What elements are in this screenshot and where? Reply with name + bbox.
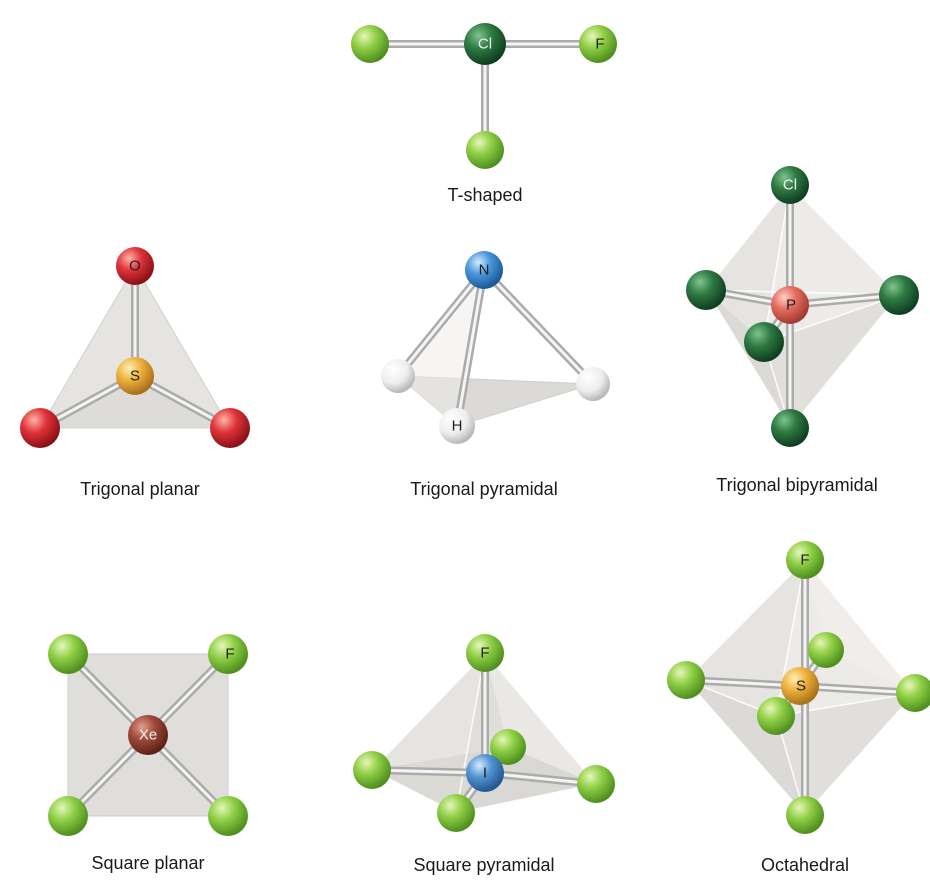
ligand-atom-label: F	[595, 36, 604, 53]
caption-trigonal-bipyramidal: Trigonal bipyramidal	[716, 475, 877, 495]
hydrogen-atom	[439, 408, 475, 444]
chlorine-atom	[464, 23, 506, 65]
nitrogen-atom	[465, 251, 503, 289]
oxygen-atom	[210, 408, 250, 448]
center-atom-label: N	[479, 262, 490, 279]
chlorine-atom	[879, 275, 919, 315]
hydrogen-atom	[576, 367, 610, 401]
chlorine-atom	[771, 166, 809, 204]
oxygen-atom	[116, 247, 154, 285]
top-atom-label: Cl	[783, 177, 797, 194]
fluorine-atom	[896, 674, 930, 712]
caption-t-shaped: T-shaped	[447, 185, 522, 205]
chlorine-atom	[744, 322, 784, 362]
xenon-atom	[128, 715, 168, 755]
ligand-atom-label: H	[452, 418, 463, 435]
center-atom-label: Cl	[478, 36, 492, 53]
fluorine-atom	[351, 25, 389, 63]
fluorine-atom	[808, 632, 844, 668]
fluorine-atom	[579, 25, 617, 63]
caption-octahedral: Octahedral	[761, 855, 849, 875]
oxygen-atom	[20, 408, 60, 448]
fluorine-atom	[786, 541, 824, 579]
fluorine-atom	[437, 794, 475, 832]
fluorine-atom	[48, 634, 88, 674]
molecule-octahedral: F S Octahedral	[667, 541, 930, 875]
center-atom-label: Xe	[139, 727, 157, 744]
hydrogen-atom	[381, 359, 415, 393]
molecule-trigonal-pyramidal: N H Trigonal pyramidal	[381, 251, 610, 499]
fluorine-atom	[757, 697, 795, 735]
chlorine-atom	[686, 270, 726, 310]
top-atom-label: O	[129, 258, 141, 275]
fluorine-atom	[490, 729, 526, 765]
molecule-square-planar: F Xe Square planar	[48, 634, 248, 873]
fluorine-atom	[48, 796, 88, 836]
iodine-atom	[466, 754, 504, 792]
molecule-t-shaped: Cl F T-shaped	[351, 23, 617, 205]
center-atom-label: I	[483, 765, 487, 782]
chlorine-atom	[771, 409, 809, 447]
top-atom-label: F	[480, 645, 489, 662]
center-atom-label: S	[796, 678, 806, 695]
phosphorus-atom	[771, 286, 809, 324]
caption-trigonal-pyramidal: Trigonal pyramidal	[410, 479, 557, 499]
ligand-atom-label: F	[225, 646, 234, 663]
sulfur-atom	[116, 357, 154, 395]
fluorine-atom	[577, 765, 615, 803]
fluorine-atom	[667, 661, 705, 699]
fluorine-atom	[466, 131, 504, 169]
molecule-square-pyramidal: F I Square pyramidal	[353, 634, 615, 875]
fluorine-atom	[466, 634, 504, 672]
sulfur-atom	[781, 667, 819, 705]
top-atom-label: F	[800, 552, 809, 569]
fluorine-atom	[208, 796, 248, 836]
caption-square-planar: Square planar	[91, 853, 204, 873]
fluorine-atom	[786, 796, 824, 834]
caption-square-pyramidal: Square pyramidal	[413, 855, 554, 875]
center-atom-label: P	[786, 297, 796, 314]
shape-face	[686, 560, 805, 716]
caption-trigonal-planar: Trigonal planar	[80, 479, 199, 499]
molecule-trigonal-bipyramidal: Cl P Trigonal bipyramidal	[686, 166, 919, 495]
fluorine-atom	[208, 634, 248, 674]
molecule-trigonal-planar: O S Trigonal planar	[20, 247, 250, 499]
fluorine-atom	[353, 751, 391, 789]
center-atom-label: S	[130, 368, 140, 385]
